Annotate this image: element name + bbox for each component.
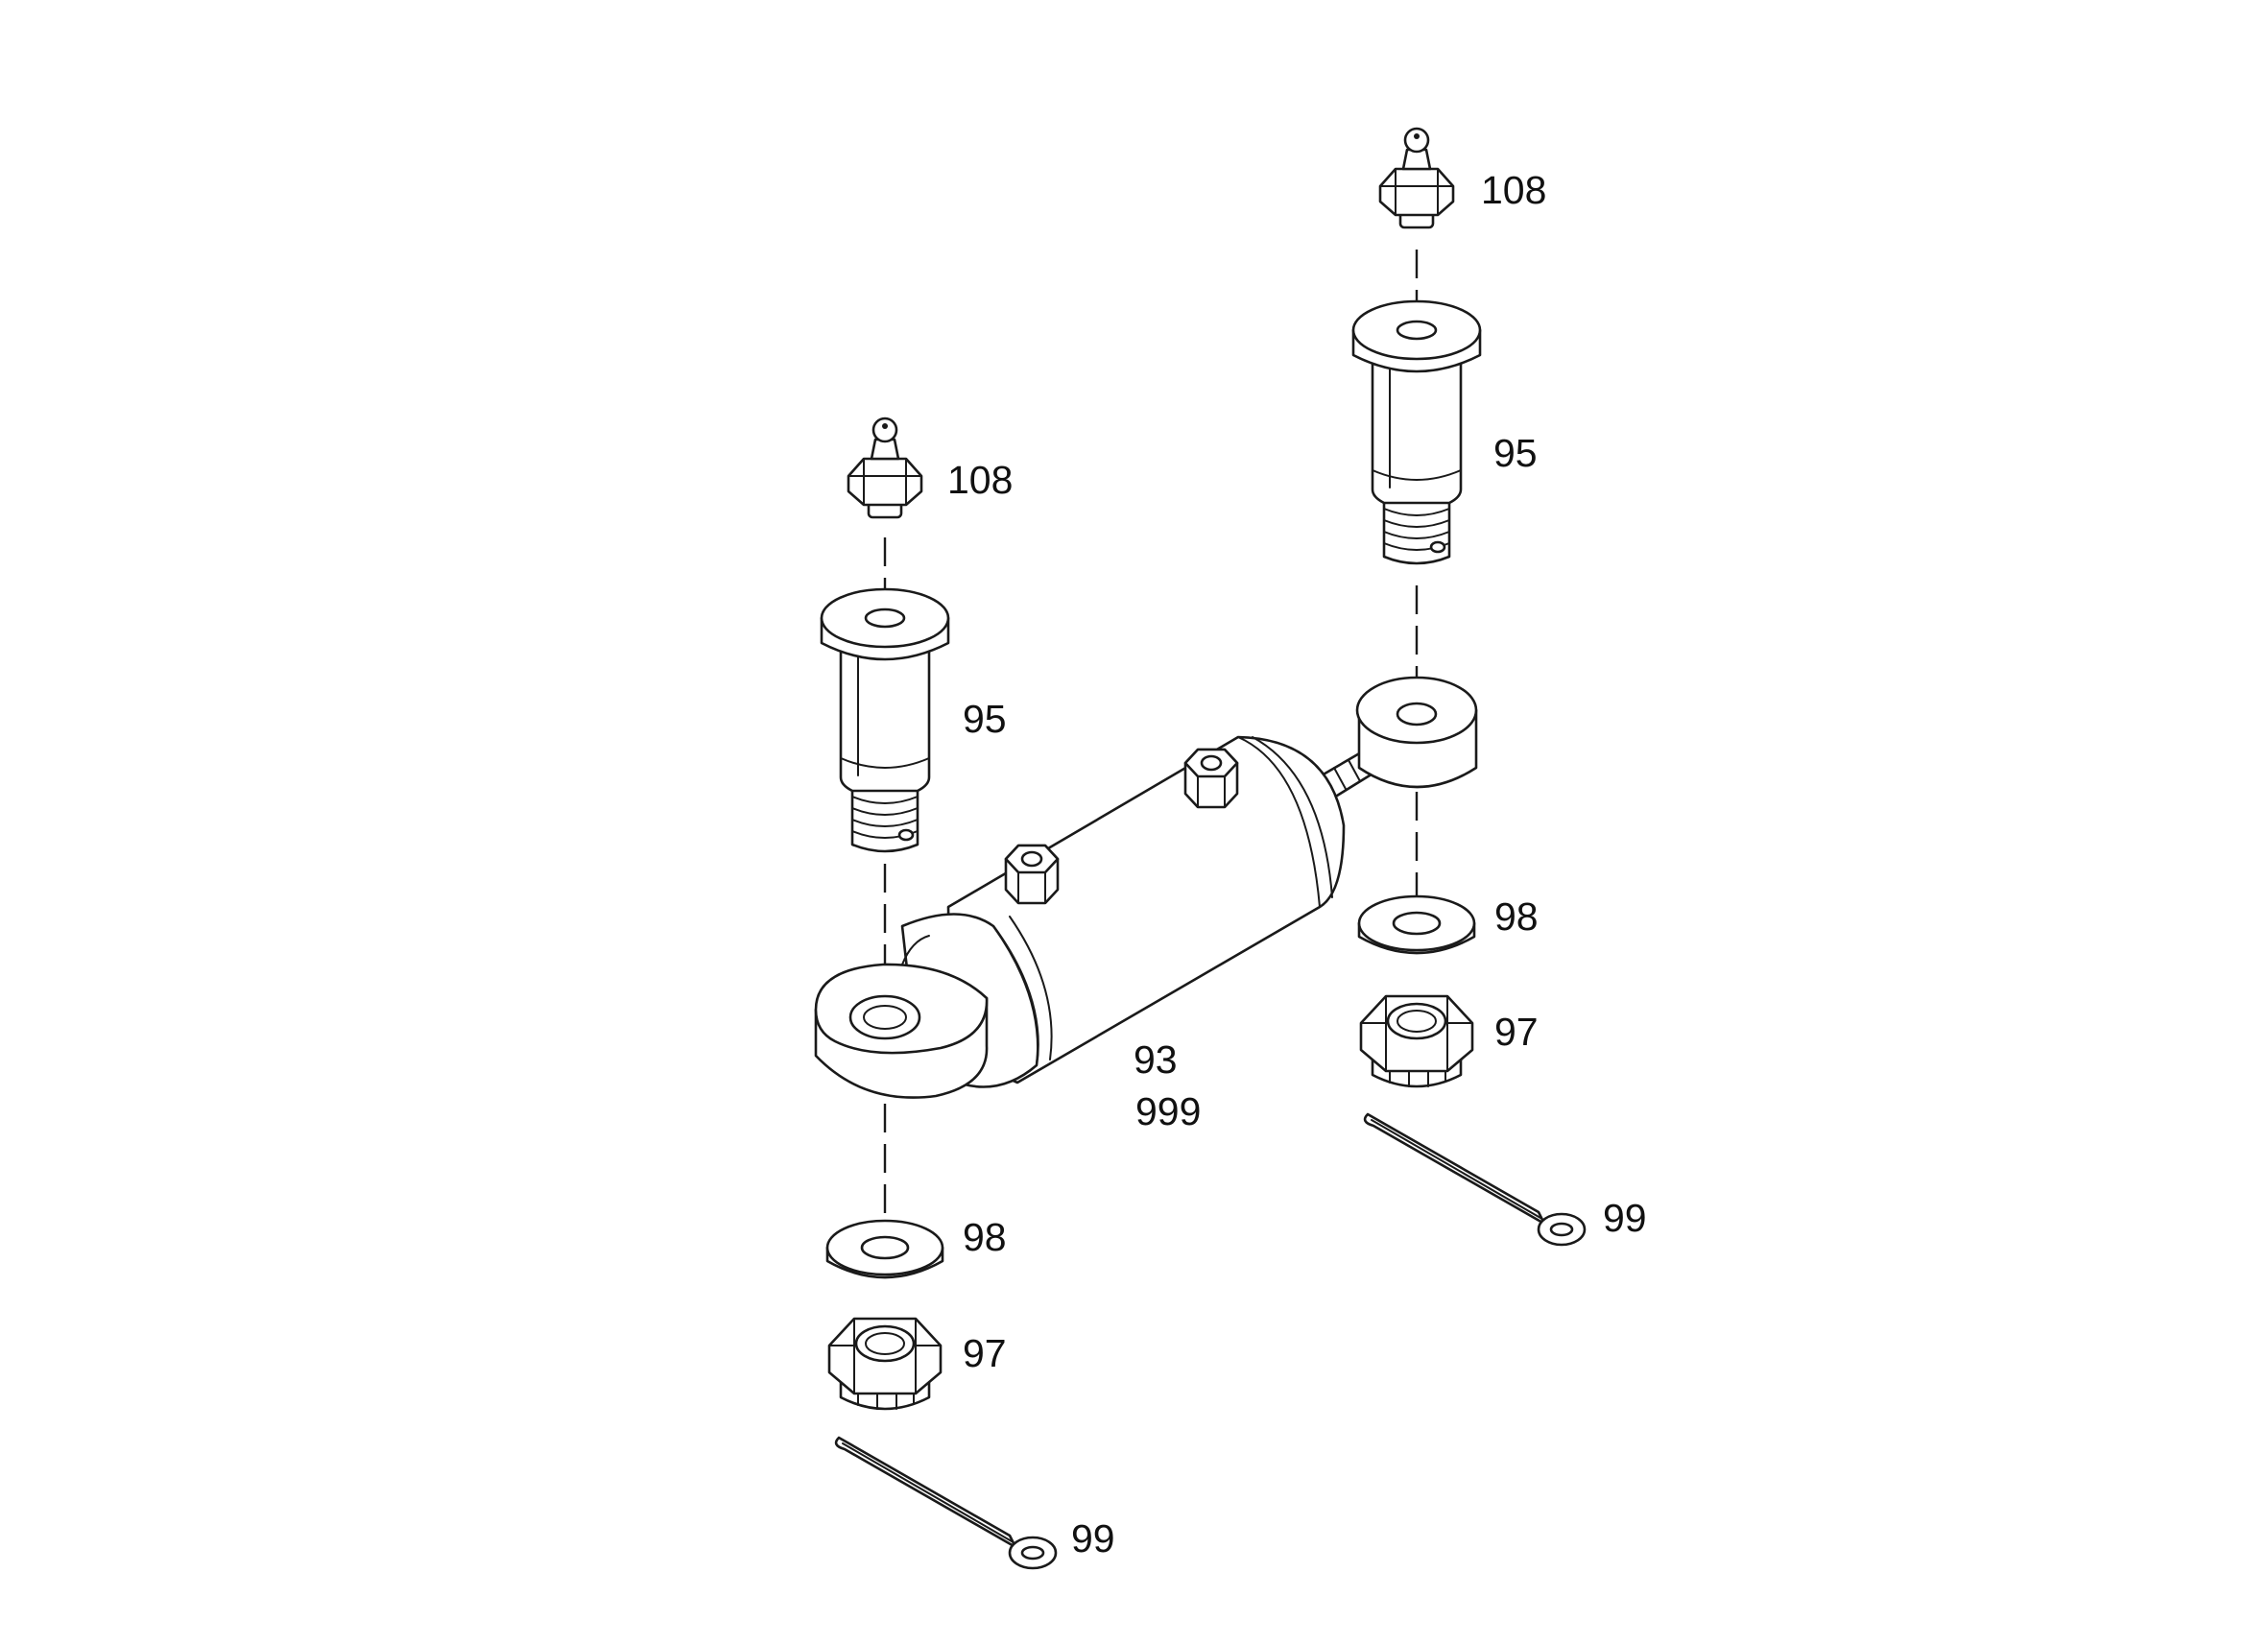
left-pivot-pin (820, 587, 950, 853)
right-grease-fitting (1378, 127, 1455, 229)
callout-95-left: 95 (963, 697, 1007, 741)
callout-97-left: 97 (963, 1331, 1007, 1375)
right-pivot-pin (1351, 299, 1482, 565)
right-rod-eye (1355, 676, 1478, 789)
callout-99-right: 99 (1603, 1196, 1647, 1240)
hex-plug-rear (1004, 844, 1060, 905)
right-cotter-pin (1363, 1112, 1587, 1247)
hydraulic-cylinder (814, 735, 1384, 1099)
callout-108-right: 108 (1481, 168, 1546, 212)
callout-108-left: 108 (947, 458, 1013, 502)
callout-98-right: 98 (1494, 894, 1539, 939)
callout-95-right: 95 (1493, 431, 1538, 475)
left-washer (825, 1219, 944, 1279)
left-grease-fitting (847, 417, 923, 519)
hex-plug-front (1183, 748, 1239, 809)
left-cotter-pin (834, 1436, 1058, 1570)
callout-999: 999 (1135, 1089, 1201, 1133)
callout-93: 93 (1134, 1037, 1178, 1082)
callout-98-left: 98 (963, 1215, 1007, 1259)
left-castle-nut (827, 1317, 943, 1411)
right-washer (1357, 894, 1476, 955)
right-castle-nut (1359, 994, 1474, 1088)
callout-97-right: 97 (1494, 1010, 1539, 1054)
callout-99-left: 99 (1071, 1516, 1115, 1561)
